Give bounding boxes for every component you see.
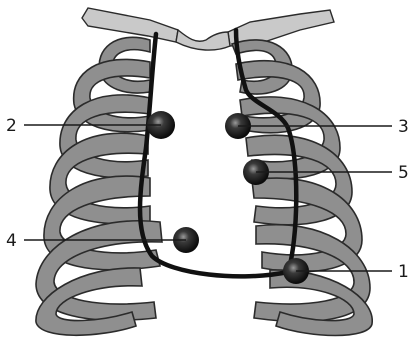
right-ribs bbox=[232, 40, 372, 336]
marker-3-label: 3 bbox=[398, 117, 409, 137]
marker-1-label: 1 bbox=[398, 262, 409, 282]
marker-2-label: 2 bbox=[6, 116, 17, 136]
manubrium bbox=[176, 30, 230, 50]
marker-5-label: 5 bbox=[398, 163, 409, 183]
marker-4-label: 4 bbox=[6, 231, 17, 251]
